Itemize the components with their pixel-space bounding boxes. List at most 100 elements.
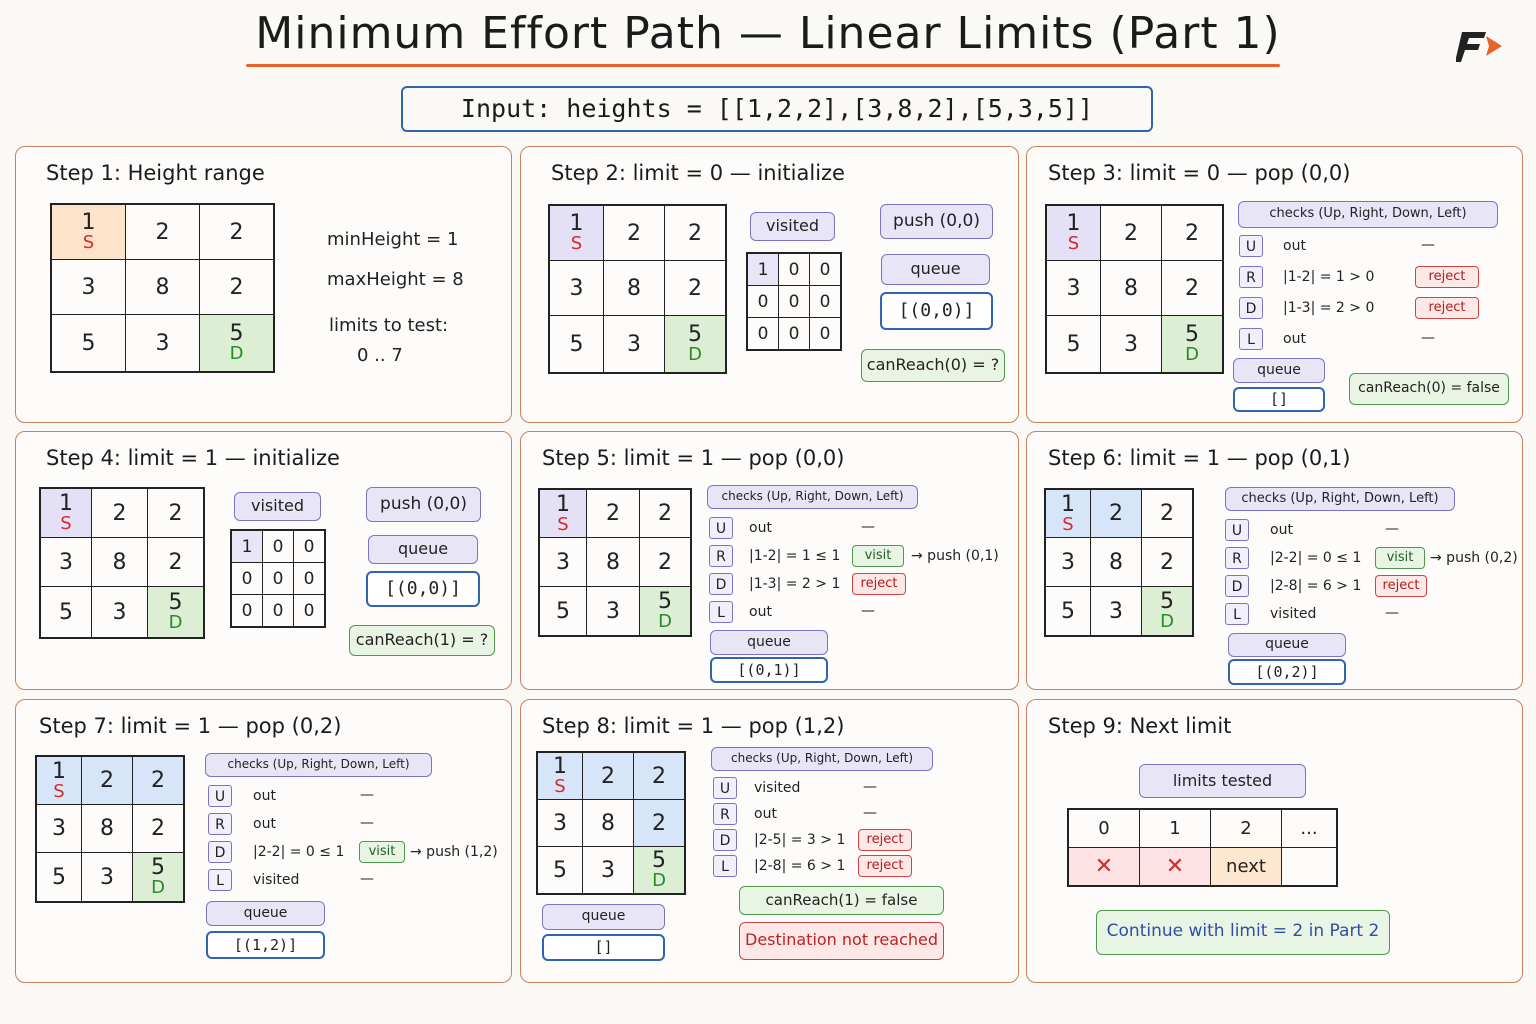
grid-cell: 2 — [1141, 488, 1194, 538]
queue-value: [(0,1)] — [710, 657, 828, 683]
grid-cell: 1 — [746, 252, 779, 286]
grid-cell: 2 — [582, 751, 634, 800]
grid-cell: 2 — [639, 537, 692, 587]
step3-title: Step 3: limit = 0 — pop (0,0) — [1048, 161, 1351, 185]
grid-cell: 3 — [1045, 260, 1101, 316]
queue-value: [(0,0)] — [880, 292, 993, 330]
direction-down: D — [709, 573, 733, 595]
grid-cell: 0 — [262, 594, 294, 628]
reject-badge: reject — [852, 573, 906, 595]
grid-cell: 3 — [548, 260, 604, 316]
grid-cell: 0 — [262, 562, 294, 595]
grid-cell: 2 — [664, 204, 727, 261]
direction-down: D — [208, 841, 232, 863]
grid-cell: 8 — [125, 259, 200, 315]
direction-up: U — [1225, 519, 1249, 541]
direction-down: D — [1239, 297, 1263, 319]
direction-left: L — [1239, 328, 1263, 350]
queue-value: [] — [1233, 387, 1325, 412]
grid-cell: 5 — [50, 314, 126, 373]
visit-badge: visit — [852, 545, 904, 567]
grid-cell: 0 — [778, 285, 810, 318]
grid-cell: 3 — [536, 799, 583, 847]
grid-cell: 2 — [633, 799, 686, 847]
direction-right: R — [1239, 266, 1263, 288]
grid-cell: 0 — [746, 317, 779, 351]
grid-cell: 2 — [125, 203, 200, 260]
grid-cell: 2 — [147, 487, 205, 538]
direction-down: D — [713, 829, 737, 851]
step6-title: Step 6: limit = 1 — pop (0,1) — [1048, 446, 1351, 470]
direction-up: U — [709, 517, 733, 539]
grid-cell: 3 — [582, 846, 634, 895]
reject-badge: reject — [1415, 266, 1479, 288]
direction-right: R — [208, 813, 232, 835]
continue-part2-note: Continue with limit = 2 in Part 2 — [1096, 910, 1390, 955]
step1-title: Step 1: Height range — [46, 161, 265, 185]
queue-value: [(0,0)] — [366, 571, 480, 607]
grid-cell: 2 — [199, 259, 275, 315]
grid-cell: 5 — [1044, 586, 1091, 637]
direction-left: L — [709, 601, 733, 623]
queue-label: queue — [1233, 358, 1325, 383]
grid-cell: 2 — [586, 488, 640, 538]
reject-badge: reject — [1375, 575, 1427, 597]
limits-to-test-label: limits to test: — [329, 315, 449, 336]
visit-badge: visit — [1375, 547, 1425, 569]
grid-cell: 3 — [39, 537, 92, 587]
grid-cell: 2 — [1090, 488, 1142, 538]
step7-title: Step 7: limit = 1 — pop (0,2) — [39, 714, 342, 738]
grid-cell: 2 — [132, 755, 185, 805]
grid-cell: 0 — [293, 529, 326, 563]
direction-left: L — [1225, 603, 1249, 625]
can-reach-result: canReach(1) = ? — [349, 625, 495, 656]
grid-cell: 0 — [809, 317, 842, 351]
checks-header: checks (Up, Right, Down, Left) — [711, 747, 933, 771]
grid-cell: 2 — [132, 804, 185, 853]
grid-cell: 0 — [262, 529, 294, 563]
queue-label: queue — [542, 904, 665, 930]
reject-badge: reject — [1415, 297, 1479, 319]
checks-header: checks (Up, Right, Down, Left) — [1238, 201, 1498, 228]
limit-next-badge: next — [1210, 847, 1282, 887]
step8-title: Step 8: limit = 1 — pop (1,2) — [542, 714, 845, 738]
grid-cell: 5 — [35, 852, 82, 903]
step9-title: Step 9: Next limit — [1048, 714, 1232, 738]
can-reach-result: canReach(1) = false — [739, 886, 944, 915]
grid-cell: 3 — [1090, 586, 1142, 637]
grid-cell: 2 — [1161, 204, 1224, 261]
grid-cell: 3 — [586, 586, 640, 637]
checks-header: checks (Up, Right, Down, Left) — [707, 485, 918, 509]
grid-cell: 0 — [293, 562, 326, 595]
limit-header-1: 1 — [1139, 808, 1211, 848]
grid-cell: 3 — [1044, 537, 1091, 587]
direction-up: U — [713, 777, 737, 799]
direction-right: R — [709, 545, 733, 567]
direction-right: R — [1225, 547, 1249, 569]
direction-down: D — [1225, 575, 1249, 597]
grid-cell: 5 — [1045, 315, 1101, 374]
limit-empty-cell — [1281, 847, 1338, 887]
grid-cell: 8 — [91, 537, 148, 587]
limits-tested-table: 0 1 2 ... ✕ ✕ next — [1067, 808, 1338, 887]
